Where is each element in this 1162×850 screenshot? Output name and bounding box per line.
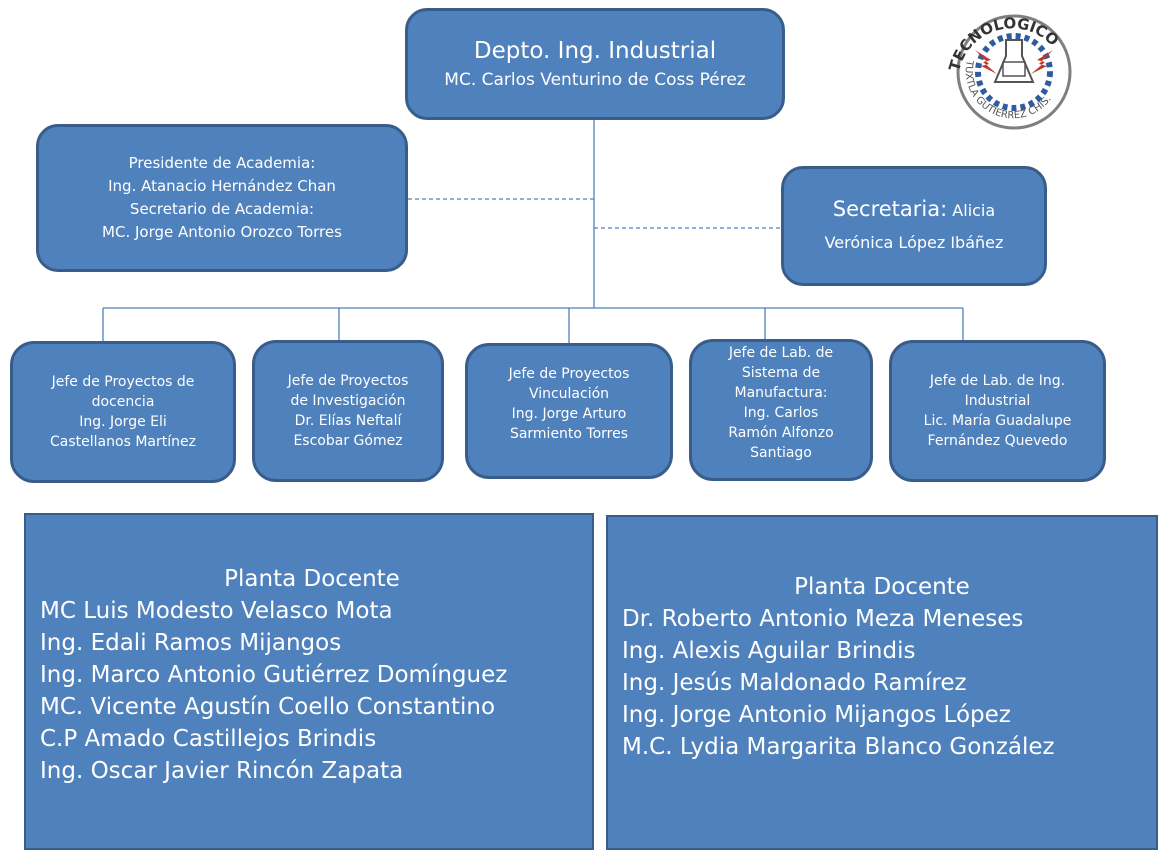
secretary-line-1: Secretaria: Alicia — [833, 193, 995, 227]
jefe-box-vinculacion: Jefe de Proyectos Vinculación Ing. Jorge… — [465, 343, 673, 479]
faculty-member: Ing. Oscar Javier Rincón Zapata — [40, 758, 404, 784]
jefe-line: Jefe de Lab. de — [728, 345, 834, 361]
seal-arc-text-path: TECNOLOGICO — [945, 14, 1062, 73]
jefe-box-investigacion: Jefe de Proyectos de Investigación Dr. E… — [252, 340, 444, 482]
jefe-line: Dr. Elías Neftalí — [294, 413, 402, 429]
department-title: Depto. Ing. Industrial — [473, 38, 717, 64]
academy-president-label: Presidente de Academia: — [128, 154, 316, 172]
tecnologico-seal-logo: TECNOLOGICO TUXTLA GUTIERREZ CHIS. — [945, 14, 1072, 130]
jefe-line: Manufactura: — [734, 385, 828, 401]
jefe-line: Jefe de Lab. de Ing. — [929, 373, 1066, 389]
secretary-role: Secretaria: — [832, 197, 948, 221]
faculty-member: Ing. Alexis Aguilar Brindis — [622, 638, 916, 664]
faculty-member: Ing. Marco Antonio Gutiérrez Domínguez — [40, 662, 508, 688]
planta-docente-left: Planta Docente MC Luis Modesto Velasco M… — [24, 513, 594, 850]
academy-secretary-label: Secretario de Academia: — [129, 200, 315, 218]
jefe-line: Ing. Jorge Eli — [79, 414, 167, 430]
jefe-box-lab-manufactura: Jefe de Lab. de Sistema de Manufactura: … — [689, 339, 873, 481]
jefe-line: Ing. Carlos — [743, 405, 819, 421]
faculty-member: MC Luis Modesto Velasco Mota — [40, 598, 393, 624]
academy-president-name: Ing. Atanacio Hernández Chan — [108, 177, 336, 195]
jefe-line: Castellanos Martínez — [50, 434, 196, 450]
faculty-member: Dr. Roberto Antonio Meza Meneses — [622, 606, 1024, 632]
jefe-line: Ing. Jorge Arturo — [511, 406, 627, 422]
department-head-box: Depto. Ing. Industrial MC. Carlos Ventur… — [405, 8, 785, 120]
lightning-bolt-right-icon — [1031, 50, 1053, 74]
planta-title: Planta Docente — [224, 566, 400, 592]
academy-box: Presidente de Academia: Ing. Atanacio He… — [36, 124, 408, 272]
academy-secretary-name: MC. Jorge Antonio Orozco Torres — [102, 223, 342, 241]
jefe-line: Escobar Gómez — [293, 433, 403, 449]
gear-icon — [956, 14, 1072, 130]
faculty-member: MC. Vicente Agustín Coello Constantino — [40, 694, 496, 720]
faculty-member: Ing. Jesús Maldonado Ramírez — [622, 670, 967, 696]
jefe-line: Fernández Quevedo — [927, 433, 1068, 449]
secretary-name-line-2: Verónica López Ibáñez — [824, 233, 1004, 252]
jefe-line: de Investigación — [290, 393, 406, 409]
planta-title: Planta Docente — [794, 574, 970, 600]
jefe-box-lab-industrial: Jefe de Lab. de Ing. Industrial Lic. Mar… — [889, 340, 1106, 482]
jefe-line: Sarmiento Torres — [509, 426, 629, 442]
jefe-line: Sistema de — [741, 365, 821, 381]
lightning-bolt-left-icon — [975, 50, 997, 74]
jefe-line: Ramón Alfonzo — [728, 425, 834, 441]
jefe-line: Santiago — [750, 445, 812, 461]
jefe-box-docencia: Jefe de Proyectos de docencia Ing. Jorge… — [10, 341, 236, 483]
jefe-line: Vinculación — [528, 386, 610, 402]
planta-docente-right: Planta Docente Dr. Roberto Antonio Meza … — [606, 515, 1158, 850]
faculty-member: C.P Amado Castillejos Brindis — [40, 726, 377, 752]
secretary-name-line-1: Alicia — [952, 201, 996, 220]
faculty-member: Ing. Jorge Antonio Mijangos López — [622, 702, 1011, 728]
flask-icon — [993, 39, 1035, 83]
jefe-line: docencia — [91, 394, 155, 410]
jefe-line: Jefe de Proyectos — [287, 373, 409, 389]
jefe-line: Lic. María Guadalupe — [923, 413, 1072, 429]
secretary-box: Secretaria: Alicia Verónica López Ibáñez — [781, 166, 1047, 286]
jefe-line: Jefe de Proyectos de — [51, 374, 195, 390]
faculty-member: Ing. Edali Ramos Mijangos — [40, 630, 342, 656]
jefe-line: Jefe de Proyectos — [508, 366, 630, 382]
seal-arc-text: TECNOLOGICO — [945, 14, 1062, 73]
department-head-name: MC. Carlos Venturino de Coss Pérez — [444, 70, 746, 90]
jefe-line: Industrial — [964, 393, 1031, 409]
faculty-member: M.C. Lydia Margarita Blanco González — [622, 734, 1055, 760]
